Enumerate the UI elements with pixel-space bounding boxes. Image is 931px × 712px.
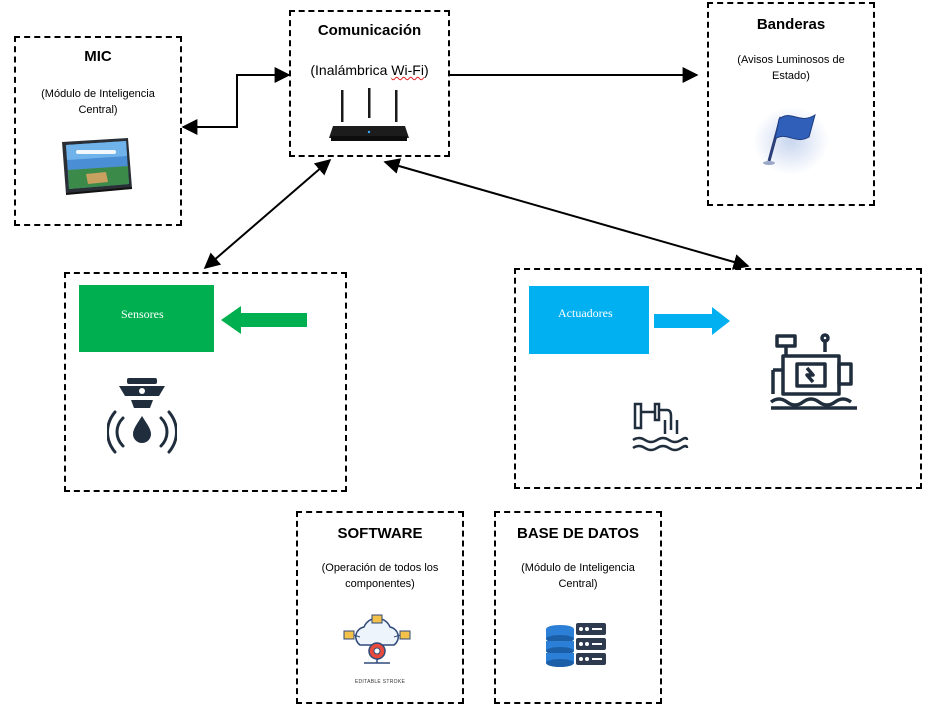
actuadores-label: Actuadores <box>558 306 613 320</box>
comunicacion-subtitle-wifi: Wi-Fi <box>391 62 424 78</box>
water-leak-sensor-icon <box>107 378 177 454</box>
banderas-title: Banderas <box>756 16 826 33</box>
software-title: SOFTWARE <box>337 525 423 542</box>
base-datos-title: BASE DE DATOS <box>517 525 639 542</box>
water-pump-icon <box>769 333 857 410</box>
software-subtitle-line1: (Operación de todos los <box>321 562 439 574</box>
blue-right-arrow <box>654 307 730 335</box>
mic-subtitle-line1: (Módulo de Inteligencia <box>41 88 155 100</box>
flag-icon <box>753 107 829 175</box>
comunicacion-box: Comunicación (Inalámbrica Wi-Fi) <box>289 10 450 157</box>
wifi-router-icon <box>329 88 409 141</box>
base-datos-box: BASE DE DATOS (Módulo de Inteligencia Ce… <box>494 511 662 704</box>
software-icon-caption: EDITABLE STROKE <box>354 679 406 685</box>
base-datos-subtitle-line1: (Módulo de Inteligencia <box>521 562 635 574</box>
comunicacion-title: Comunicación <box>317 22 422 39</box>
banderas-subtitle-line2: Estado) <box>772 70 810 82</box>
sensores-box: Sensores <box>64 272 347 492</box>
banderas-subtitle-line1: (Avisos Luminosos de <box>737 54 845 66</box>
software-subtitle-line2: componentes) <box>345 578 415 590</box>
comunicacion-subtitle: (Inalámbrica Wi-Fi) <box>291 62 448 78</box>
comunicacion-subtitle-prefix: (Inalámbrica <box>310 62 392 78</box>
mic-title: MIC <box>84 48 112 65</box>
arrow-comunicacion-sensores <box>203 158 332 270</box>
software-box: SOFTWARE (Operación de todos los compone… <box>296 511 464 704</box>
cloud-gear-folders-icon <box>343 614 411 664</box>
mic-subtitle-line2: Central) <box>78 104 118 116</box>
sensores-label-box <box>79 285 214 352</box>
banderas-box: Banderas (Avisos Luminosos de Estado) <box>707 2 875 206</box>
water-outlet-icon <box>632 402 689 452</box>
arrow-mic-comunicacion <box>181 67 291 135</box>
mic-box: MIC (Módulo de Inteligencia Central) <box>14 36 182 226</box>
actuadores-box: Actuadores <box>514 268 922 489</box>
green-left-arrow <box>221 306 307 334</box>
comunicacion-subtitle-suffix: ) <box>423 62 429 78</box>
actuadores-label-box <box>529 286 649 354</box>
arrow-comunicacion-actuadores <box>383 158 750 270</box>
base-datos-subtitle-line2: Central) <box>558 578 598 590</box>
tablet-icon <box>62 138 133 195</box>
database-server-icon <box>546 623 606 667</box>
sensores-label: Sensores <box>121 307 164 321</box>
